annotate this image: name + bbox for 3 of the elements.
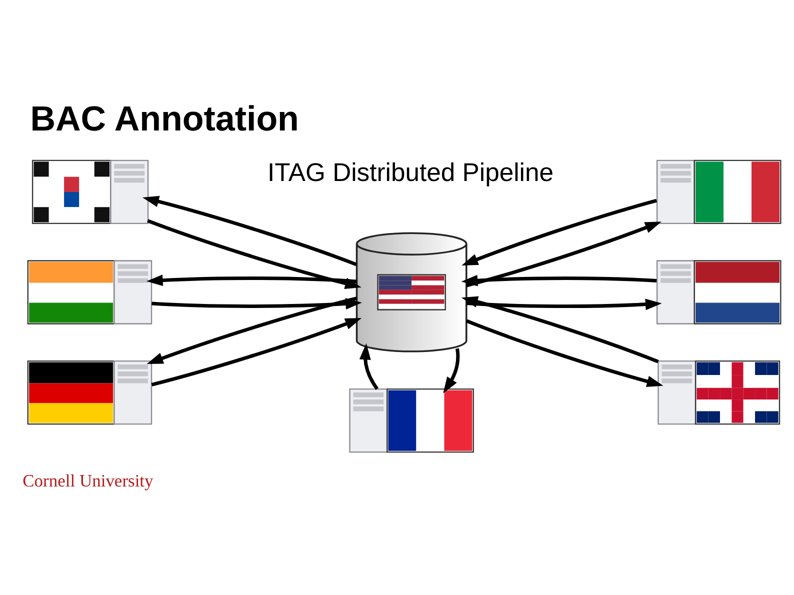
label: ITAG Distributed Pipeline [268,158,554,187]
diagram-title: BAC Annotation [30,100,299,139]
label: Cornell University [22,470,154,490]
